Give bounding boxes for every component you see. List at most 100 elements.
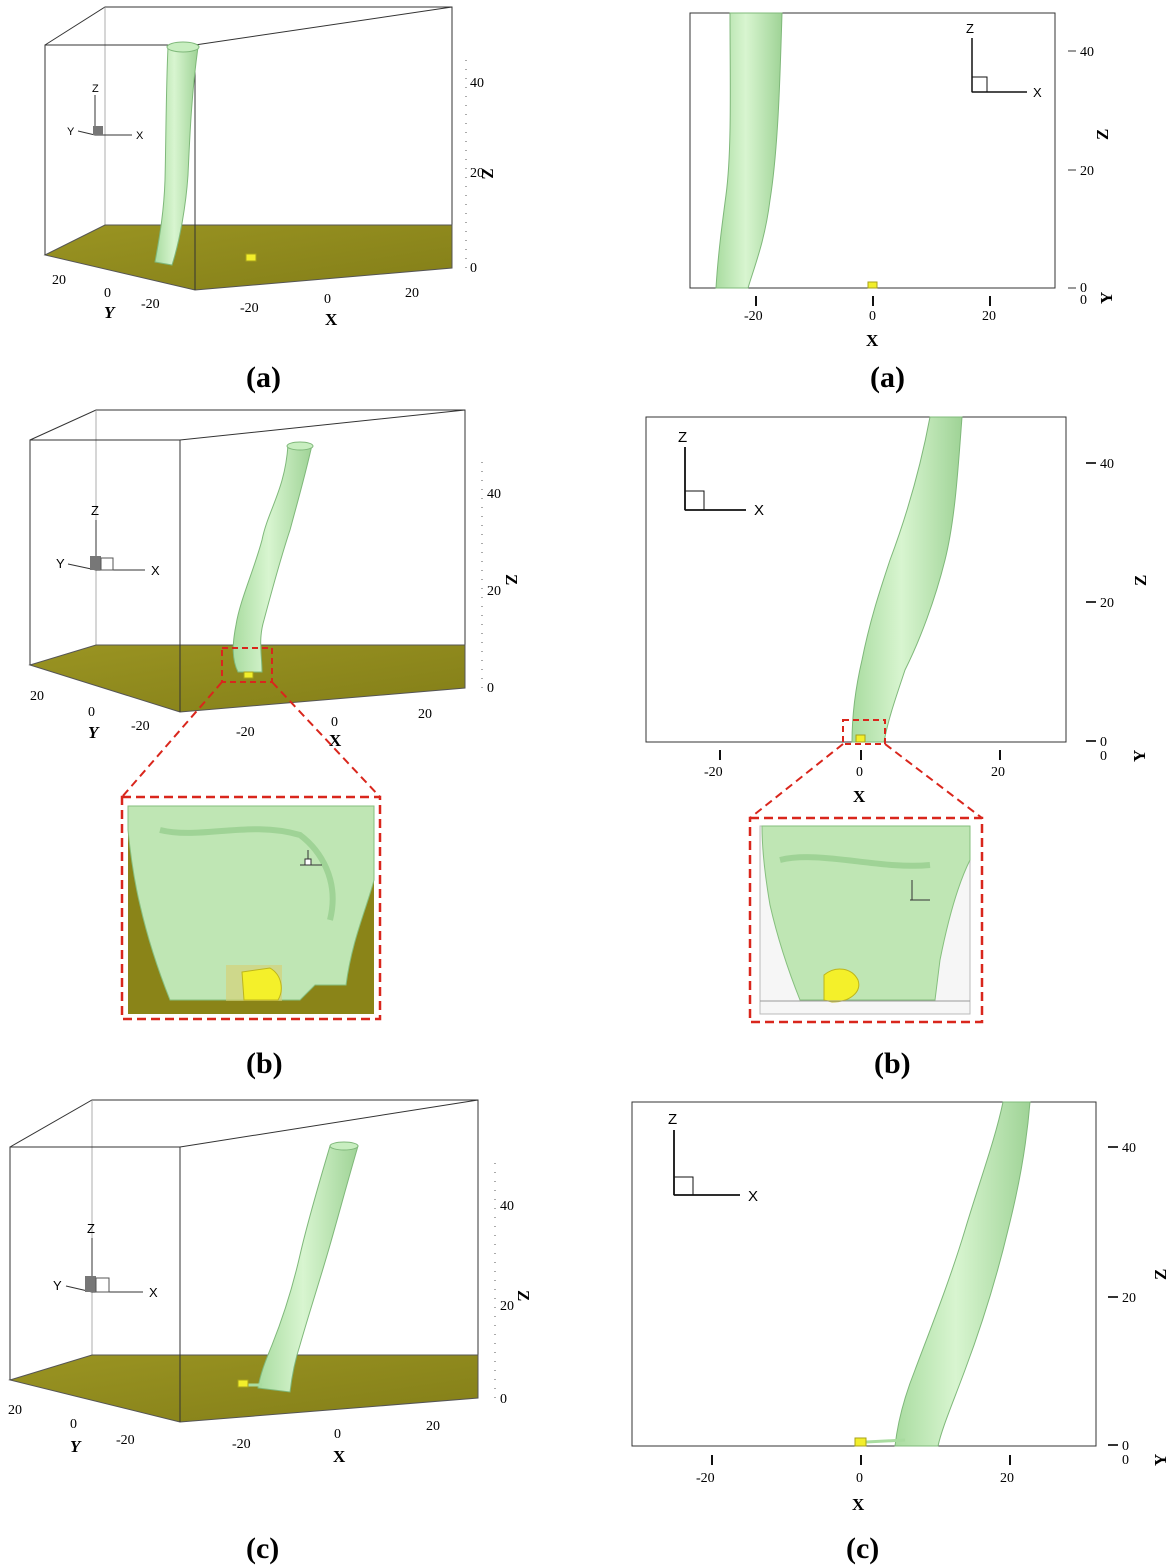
y-axis-title: Y: [1130, 750, 1149, 762]
x-tick-label: -20: [232, 1437, 251, 1452]
y-axis: 20 0 -20 Y: [30, 689, 150, 742]
z-axis: 40 20 0 Z 0 Y: [1086, 457, 1150, 764]
z-axis-title: Z: [514, 1290, 533, 1301]
x-axis: -20 0 20 X: [696, 1455, 1014, 1514]
ground-plane: [8, 1354, 479, 1423]
source-block: [243, 671, 254, 679]
x-tick-label: 0: [856, 765, 863, 780]
callout-line: [271, 681, 381, 798]
y-axis: 20 0 -20 Y: [52, 273, 160, 322]
panel-caption: (b): [246, 1047, 283, 1080]
z-tick-label: 40: [1080, 45, 1094, 60]
box-back-edges: [9, 1099, 479, 1398]
triad-z-label: Z: [87, 1221, 95, 1236]
triad-x-label: X: [1033, 85, 1042, 100]
axis-triad: Z X: [678, 429, 764, 519]
triad-x-label: X: [136, 130, 144, 142]
panel-a-isometric: Z X Y 40 20 0 Z -20 0 20 X 20 0 -20 Y (a…: [43, 6, 497, 394]
x-axis: -20 0 20 X: [704, 750, 1005, 806]
z-tick-label: 40: [500, 1199, 514, 1214]
y-tick-label: -20: [131, 719, 150, 734]
z-tick-label: 20: [1080, 164, 1094, 179]
plume-isosurface: [154, 46, 199, 266]
x-tick-label: -20: [236, 725, 255, 740]
z-axis-title: Z: [502, 574, 521, 585]
y-axis-title: Y: [104, 303, 116, 322]
source-block: [855, 734, 866, 743]
x-tick-label: 0: [856, 1471, 863, 1486]
x-axis: -20 0 20 X: [240, 286, 419, 329]
x-tick-label: 20: [1000, 1471, 1014, 1486]
y-tick-label: 20: [52, 273, 66, 288]
triad-z-label: Z: [92, 83, 99, 95]
x-tick-label: 20: [426, 1419, 440, 1434]
z-tick-label: 20: [487, 584, 501, 599]
x-tick-label: 0: [334, 1427, 341, 1442]
source-block: [237, 1379, 249, 1388]
z-tick-label: 20: [470, 166, 484, 181]
x-tick-label: 0: [331, 715, 338, 730]
zoom-region-box: [221, 647, 273, 683]
z-tick-label: 0: [1122, 1439, 1129, 1454]
panel-caption: (b): [874, 1047, 911, 1080]
y-axis-title: Y: [1151, 1454, 1170, 1466]
triad-x-label: X: [748, 1188, 758, 1205]
z-axis: 40 20 0 Z 0 Y: [1108, 1141, 1170, 1468]
x-axis-title: X: [866, 331, 879, 350]
box-front-edges: [44, 6, 453, 255]
plume-isosurface: [851, 416, 963, 743]
callout-line: [749, 743, 844, 819]
z-tick-label: 0: [500, 1392, 507, 1407]
x-axis-title: X: [325, 310, 338, 329]
z-tick-label: 20: [1100, 596, 1114, 611]
axis-triad: Z X Y: [56, 503, 160, 578]
axis-triad: Z X: [966, 21, 1042, 100]
x-tick-label: -20: [744, 309, 763, 324]
panel-caption: (c): [846, 1532, 879, 1565]
z-axis: 40 20 0 Z: [494, 1160, 533, 1407]
triad-y-label: Y: [53, 1278, 62, 1293]
x-tick-label: 20: [982, 309, 996, 324]
panel-c-isometric: Z X Y 40 20 0 Z -20 0 20 X 20 0 -20 Y (c…: [8, 1099, 533, 1565]
z-tick-label: 20: [500, 1299, 514, 1314]
box-front-edges: [29, 409, 466, 665]
x-axis: -20 0 20 X: [232, 1419, 440, 1466]
triad-x-label: X: [151, 563, 160, 578]
panel-caption: (c): [246, 1532, 279, 1565]
box-front-edges: [9, 1099, 479, 1380]
triad-y-label: Y: [56, 556, 65, 571]
y-tick-label: 0: [88, 705, 95, 720]
z-axis-title: Z: [1151, 1269, 1170, 1280]
plume-top-cap: [166, 41, 200, 53]
source-block: [245, 253, 257, 262]
plume-isosurface: [894, 1101, 1031, 1447]
z-axis: 40 20 0 Z: [465, 60, 497, 276]
x-axis-title: X: [852, 1495, 865, 1514]
box-back-edges: [29, 409, 466, 688]
x-tick-label: 0: [324, 292, 331, 307]
panel-a-front: Z X 40 20 0 Z 0 Y -20 0 20 X (a): [689, 12, 1116, 394]
panel-c-front: Z X 40 20 0 Z 0 Y -20 0 20 X (c): [631, 1101, 1170, 1565]
plume-isosurface: [257, 1145, 359, 1393]
zoom-region-box: [842, 719, 886, 745]
z-tick-label: 0: [470, 261, 477, 276]
triad-z-label: Z: [91, 503, 99, 518]
y-tick-label: 0: [104, 286, 111, 301]
triad-y-label: Y: [67, 126, 75, 138]
z-axis: 40 20 0 Z: [481, 455, 521, 696]
z-tick-label: 20: [1122, 1291, 1136, 1306]
y-axis-title: Y: [88, 723, 100, 742]
source-block: [854, 1437, 867, 1447]
z-tick-label: 0: [487, 681, 494, 696]
z-tick-label: 0: [1100, 735, 1107, 750]
x-tick-label: -20: [240, 301, 259, 316]
callout-line: [884, 743, 983, 819]
axis-triad: Z X Y: [67, 83, 144, 142]
y-tick-label: 0: [1122, 1453, 1129, 1468]
plume-top-cap: [286, 441, 314, 451]
z-axis-title: Z: [1131, 575, 1150, 586]
x-axis: -20 0 20 X: [744, 296, 996, 350]
panel-b-isometric: Z X Y 40 20 0 Z -20 0 20 X 20 0 -20 Y: [28, 409, 521, 1080]
x-tick-label: -20: [704, 765, 723, 780]
